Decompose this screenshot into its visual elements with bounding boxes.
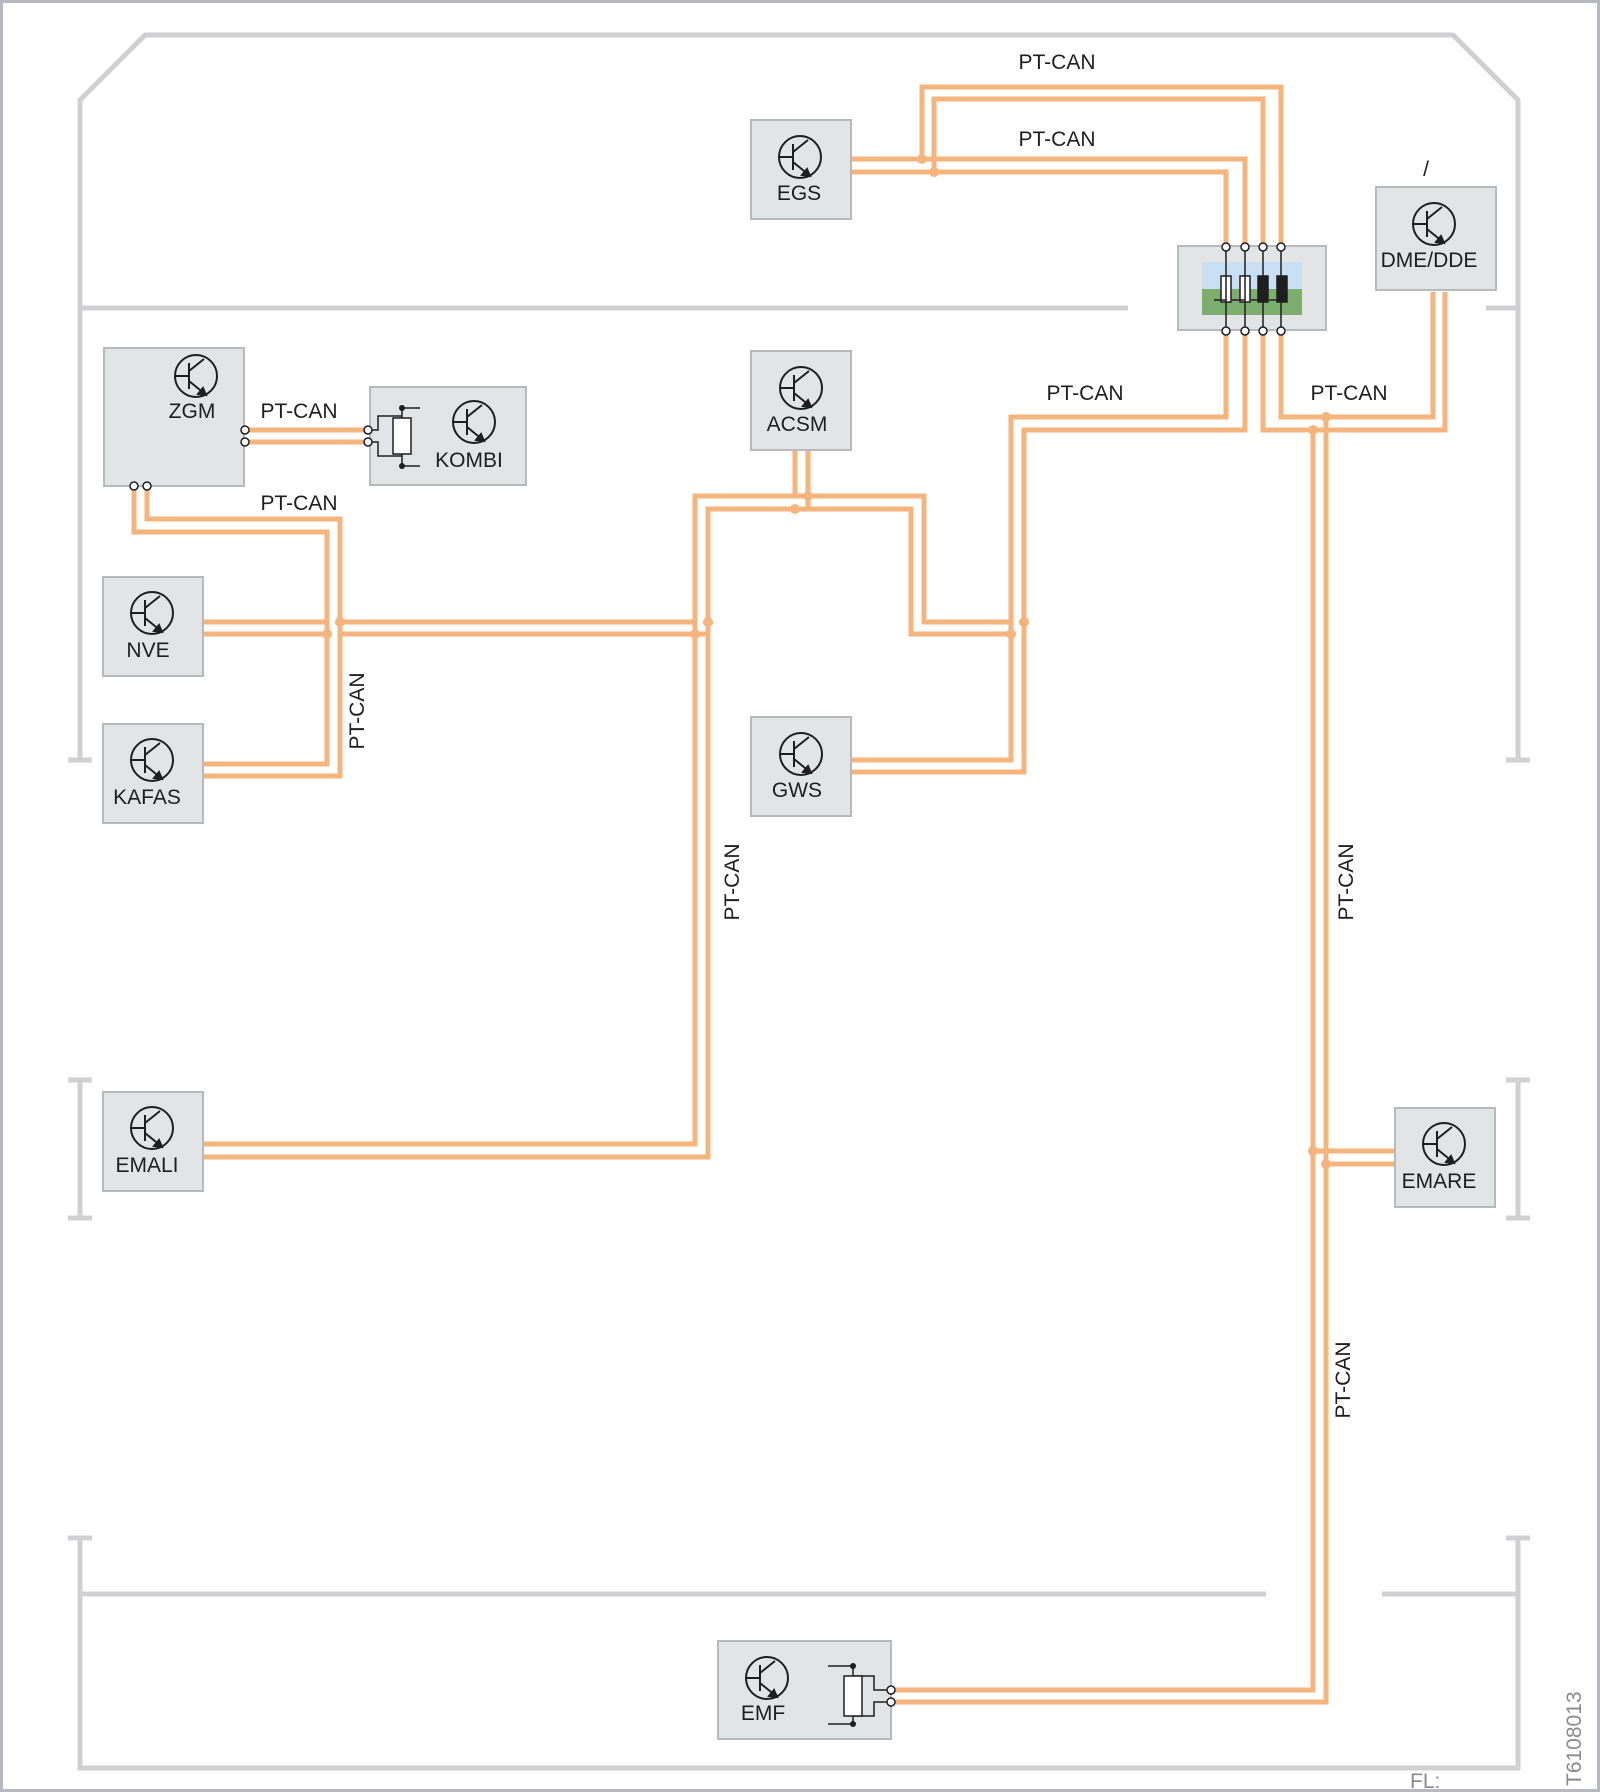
emf-transistor-icon — [745, 1656, 789, 1700]
ecu-label-nve: NVE — [126, 639, 169, 662]
wire-egs-outer-b — [851, 96, 1266, 248]
bus-label-left-vertical: PT-CAN — [346, 672, 369, 749]
zgm-transistor-icon — [174, 354, 218, 398]
bus-label-center-vertical: PT-CAN — [721, 843, 744, 920]
wire-right-vertical-a — [891, 430, 1316, 1693]
acsm-transistor-icon — [779, 366, 823, 410]
ecu-box-emare — [1394, 1107, 1496, 1208]
ecu-box-nve — [102, 576, 204, 677]
dme-dde-transistor-icon — [1412, 202, 1456, 246]
ecu-label-dme-dde: DME/DDE — [1381, 249, 1478, 272]
egs-transistor-icon — [778, 135, 822, 179]
bus-terminals — [129, 425, 896, 1707]
slash-label: / — [1423, 158, 1429, 181]
ecu-box-kafas — [102, 723, 204, 824]
star-coupler — [1202, 242, 1302, 336]
bus-label-right-vertical-lower: PT-CAN — [1332, 1341, 1355, 1418]
ecu-label-emali: EMALI — [115, 1154, 178, 1177]
ecu-label-gws: GWS — [772, 779, 822, 802]
ecu-label-kafas: KAFAS — [113, 786, 181, 809]
ecu-label-zgm: ZGM — [169, 400, 216, 423]
ecu-box-dme-dde — [1375, 186, 1497, 291]
bus-label-center-right: PT-CAN — [1046, 382, 1123, 405]
kombi-transistor-icon — [452, 400, 496, 444]
gws-transistor-icon — [779, 732, 823, 776]
ecu-label-kombi: KOMBI — [435, 449, 503, 472]
ecu-label-egs: EGS — [777, 182, 821, 205]
wire-right-vertical-b — [891, 417, 1329, 1705]
ecu-label-acsm: ACSM — [767, 413, 828, 436]
bus-label-right-vertical-upper: PT-CAN — [1335, 843, 1358, 920]
vehicle-outline — [68, 32, 1530, 1771]
bus-label-top-outer: PT-CAN — [1018, 51, 1095, 74]
bus-label-zgm-kombi: PT-CAN — [260, 400, 337, 423]
figure-id: T6108013 — [1563, 1691, 1586, 1786]
bus-label-top-inner: PT-CAN — [1018, 128, 1095, 151]
ecu-box-zgm — [103, 347, 245, 487]
ecu-label-emf: EMF — [741, 1702, 785, 1725]
ecu-boxes — [102, 119, 1497, 1740]
bus-label-dme-right: PT-CAN — [1310, 382, 1387, 405]
terminating-resistor-kombi — [368, 407, 420, 467]
emare-transistor-icon — [1422, 1122, 1466, 1166]
ecu-box-emali — [102, 1091, 204, 1192]
pt-can-wires — [131, 84, 1448, 1705]
kafas-transistor-icon — [130, 738, 174, 782]
emali-transistor-icon — [130, 1106, 174, 1150]
footer-label: FL: — [1410, 1770, 1440, 1792]
ecu-icons — [130, 135, 1466, 1700]
nve-transistor-icon — [130, 591, 174, 635]
bus-label-zgm-branch: PT-CAN — [260, 492, 337, 515]
terminating-resistor-emf — [828, 1665, 891, 1725]
wire-egs-outer-a — [851, 84, 1284, 248]
ecu-label-emare: EMARE — [1402, 1170, 1477, 1193]
